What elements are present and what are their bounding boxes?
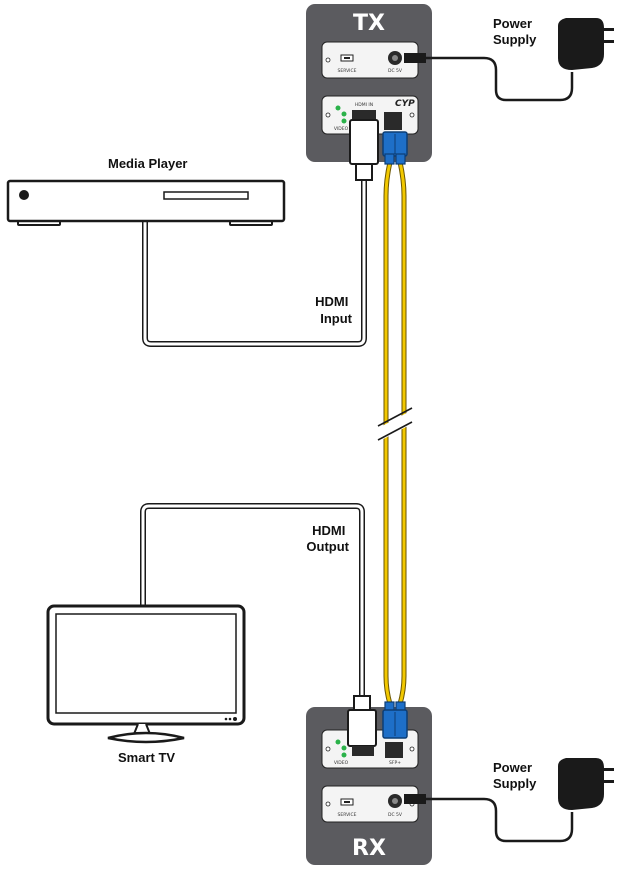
led-indicator-icon [341, 118, 347, 124]
tx-title: TX [353, 11, 385, 36]
led-indicator-icon [335, 739, 341, 745]
rx-power-supply-label-line2: Supply [493, 776, 537, 791]
tx-dc-label: DC 5V [388, 68, 403, 74]
tx-power-supply-label: Power [493, 16, 532, 31]
led-indicator-icon [341, 111, 347, 117]
led-indicator-icon [341, 752, 347, 758]
smart-tv [46, 604, 246, 744]
hdmi-input-label: HDMI Input [315, 294, 353, 326]
sfp-port-icon [385, 742, 403, 758]
rx-power-supply-label: Power [493, 760, 532, 775]
tx-video-label: VIDEO [334, 126, 349, 132]
rx-service-label: SERVICE [338, 812, 357, 818]
rx-title: RX [352, 836, 386, 861]
rx-power-cable [425, 797, 574, 843]
rx-fiber-connector [382, 701, 408, 739]
rx-unit: VIDEO SFP+ SERVICE DC 5V RX [306, 707, 432, 865]
rx-power-panel: SERVICE DC 5V [321, 785, 419, 823]
tx-power-cable [425, 56, 574, 102]
tx-hdmi-plug [349, 110, 379, 181]
tx-power-panel: SERVICE DC 5V [321, 41, 419, 79]
smart-tv-label: Smart TV [118, 750, 175, 765]
led-indicator-icon [335, 105, 341, 111]
tx-power-adapter-icon [558, 18, 614, 70]
media-player-label: Media Player [108, 156, 188, 171]
rx-power-adapter-icon [558, 758, 614, 810]
tx-fiber-connector [382, 131, 408, 165]
rx-video-label: VIDEO [334, 760, 349, 766]
power-button-icon [19, 190, 29, 200]
disc-slot [163, 191, 249, 200]
tx-unit: TX SERVICE DC 5V VIDEO HDMI IN CYP [306, 4, 432, 162]
rx-sfp-label: SFP+ [389, 760, 401, 766]
led-indicator-icon [341, 745, 347, 751]
tx-power-supply-label-line2: Supply [493, 32, 537, 47]
tx-hdmi-in-label: HDMI IN [355, 102, 373, 108]
media-player [6, 179, 286, 226]
tx-service-label: SERVICE [338, 68, 357, 74]
rx-dc-label: DC 5V [388, 812, 403, 818]
rx-hdmi-plug [347, 695, 377, 756]
sfp-port-icon [384, 112, 402, 130]
cyp-logo: CYP [395, 99, 415, 109]
hdmi-output-label: HDMI Output [306, 523, 349, 554]
fiber-cable [375, 161, 415, 705]
